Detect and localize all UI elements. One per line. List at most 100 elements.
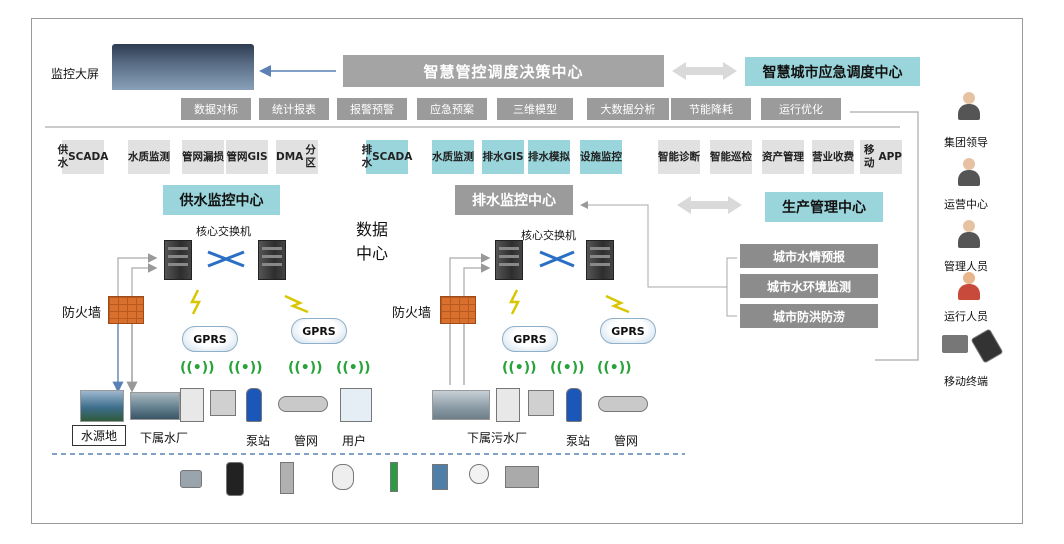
operations-center-icon <box>957 158 981 186</box>
system-tile-line: 监控 <box>601 150 622 163</box>
wifi-icon: ((•)) <box>180 360 215 376</box>
system-tile-line: 设施 <box>580 150 601 163</box>
system-tile-line: 漏损 <box>203 150 224 163</box>
computer-icon <box>210 390 236 416</box>
core-switch-supply-a <box>164 240 192 280</box>
double-arrow-top <box>672 62 737 80</box>
pipe-meter-icon <box>278 396 328 412</box>
group-leader-icon <box>957 92 981 120</box>
system-tile-line: GIS <box>247 150 268 163</box>
system-tile: 管网漏损 <box>182 140 224 174</box>
wifi-icon: ((•)) <box>597 360 632 376</box>
system-tile-line: 资产 <box>762 150 783 163</box>
system-tile-line: 排水 <box>361 144 373 169</box>
system-tile-line: 营业 <box>812 150 833 163</box>
transmitter-icon <box>432 464 448 490</box>
city-bracket <box>717 257 737 317</box>
cabinet-icon <box>180 388 204 422</box>
function-button: 运行优化 <box>761 98 841 120</box>
system-tile-line: 供水 <box>57 144 69 169</box>
system-tile-line: 分区 <box>305 144 316 169</box>
system-tile-line: 模拟 <box>549 150 570 163</box>
production-center: 生产管理中心 <box>765 192 883 222</box>
double-arrow-mid <box>677 196 742 214</box>
user-group-leader: 集团领导 <box>944 136 988 149</box>
user-mobile-terminal: 移动终端 <box>944 375 988 388</box>
pump-icon <box>246 388 262 422</box>
firewall-icon <box>440 296 476 324</box>
manager-icon <box>957 220 981 248</box>
wifi-icon: ((•)) <box>502 360 537 376</box>
system-tile-line: SCADA <box>68 150 109 163</box>
drain-node-pump: 泵站 <box>566 434 591 448</box>
system-tile: 水质监测 <box>432 140 474 174</box>
system-tile-line: 巡检 <box>731 150 752 163</box>
level-sensor-icon <box>390 462 398 492</box>
gprs-cloud: GPRS <box>182 326 238 352</box>
gprs-cloud: GPRS <box>291 318 347 344</box>
supply-node-pump: 泵站 <box>246 434 271 448</box>
system-tile: 营业收费 <box>812 140 854 174</box>
decision-center: 智慧管控调度决策中心 <box>343 55 664 87</box>
computer-icon <box>528 390 554 416</box>
firewall-label-drain: 防火墙 <box>392 306 432 321</box>
data-center-line2: 中心 <box>356 244 389 263</box>
system-tile-line: 监测 <box>149 150 170 163</box>
function-button: 统计报表 <box>259 98 329 120</box>
system-tile: 智能诊断 <box>658 140 700 174</box>
function-button: 报警预警 <box>337 98 407 120</box>
monitor-screen-label: 监控大屏 <box>51 67 100 81</box>
wifi-icon: ((•)) <box>336 360 371 376</box>
system-tile-line: 智能 <box>710 150 731 163</box>
system-tile-line: 管网 <box>226 150 248 163</box>
system-tile-line: 诊断 <box>679 150 700 163</box>
operator-icon <box>957 272 981 300</box>
city-to-drain <box>580 201 717 288</box>
laptop-icon <box>942 335 968 353</box>
drain-node-pipe: 管网 <box>614 434 639 448</box>
system-tile-line: 收费 <box>833 150 854 163</box>
drain-node-plant: 下属污水厂 <box>467 431 528 445</box>
system-tile-line: 排水 <box>528 150 549 163</box>
water-plant-photo <box>130 392 180 420</box>
system-tile: 水质监测 <box>128 140 170 174</box>
function-button: 数据对标 <box>181 98 251 120</box>
function-button: 三维模型 <box>497 98 573 120</box>
system-tile-line: GIS <box>503 150 524 163</box>
system-tile-line: 监测 <box>453 150 474 163</box>
core-switch-label-supply: 核心交换机 <box>196 225 251 238</box>
emergency-center: 智慧城市应急调度中心 <box>745 57 920 86</box>
user-operator: 运行人员 <box>944 310 988 323</box>
switch-cross-supply <box>207 250 245 268</box>
city-water-environment: 城市水环境监测 <box>740 274 878 298</box>
wifi-icon: ((•)) <box>550 360 585 376</box>
user-operations-center: 运营中心 <box>944 198 988 211</box>
core-switch-drain-b <box>586 240 614 280</box>
data-center-line1: 数据 <box>356 220 389 239</box>
monitor-screen-image <box>112 44 254 90</box>
function-button: 大数据分析 <box>587 98 669 120</box>
function-button: 节能降耗 <box>671 98 751 120</box>
firewall-label-supply: 防火墙 <box>62 306 102 321</box>
system-tile-line: DMA <box>276 150 304 163</box>
system-tile: 设施监控 <box>580 140 622 174</box>
system-tile-line: 水质 <box>432 150 453 163</box>
firewall-icon <box>108 296 144 324</box>
sewage-plant-photo <box>432 390 490 420</box>
pressure-gauge-icon <box>469 464 489 484</box>
switch-cross-drain <box>539 250 575 268</box>
pipe-meter-icon <box>598 396 648 412</box>
user-bracket <box>850 111 919 361</box>
system-tile-line: 智能 <box>658 150 679 163</box>
supply-node-plant: 下属水厂 <box>140 431 189 445</box>
water-source-photo <box>80 390 124 422</box>
water-meter-icon <box>180 470 202 488</box>
system-tile: 智能巡检 <box>710 140 752 174</box>
